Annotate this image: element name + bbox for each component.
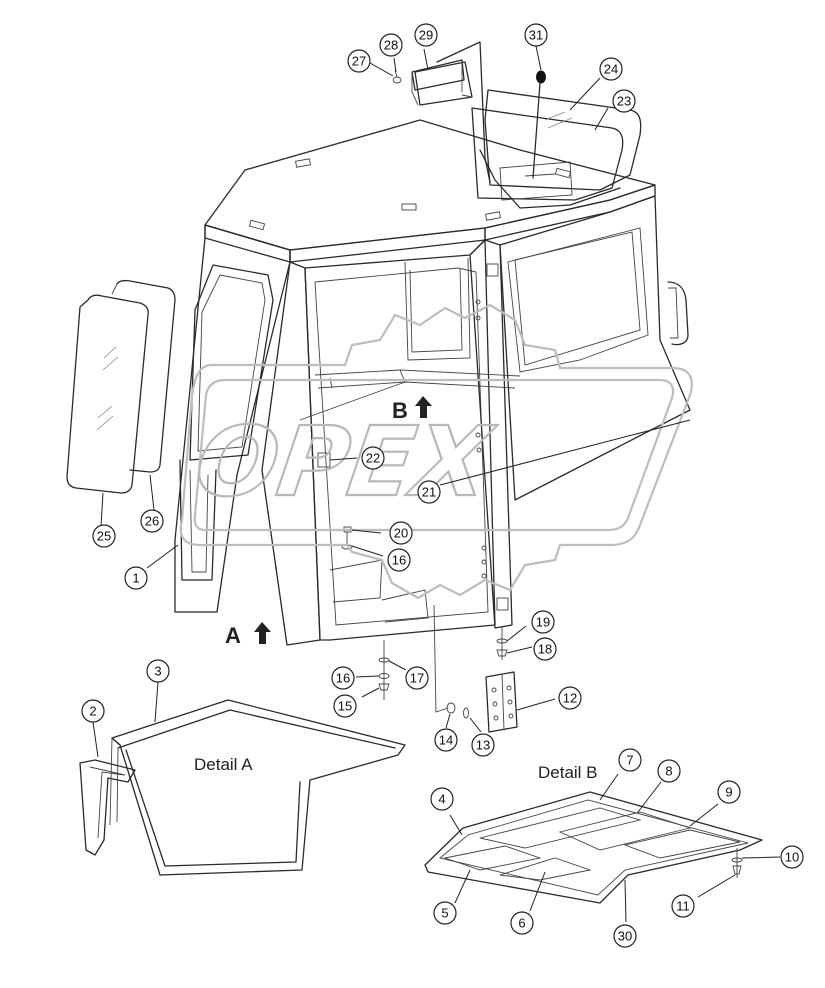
view-label-b-text: B bbox=[392, 398, 408, 423]
view-label-a-text: A bbox=[225, 623, 241, 648]
svg-text:21: 21 bbox=[422, 485, 436, 500]
svg-text:1: 1 bbox=[132, 571, 139, 586]
callout-25: 25 bbox=[92, 524, 116, 548]
svg-text:30: 30 bbox=[618, 929, 632, 944]
watermark: OPEX bbox=[179, 303, 693, 600]
callout-26: 26 bbox=[140, 509, 164, 533]
svg-text:26: 26 bbox=[145, 514, 159, 529]
side-glass-26 bbox=[111, 279, 176, 473]
rear-glass-panels bbox=[471, 89, 642, 201]
svg-text:22: 22 bbox=[366, 451, 380, 466]
callout-13: 13 bbox=[471, 733, 495, 757]
svg-text:12: 12 bbox=[563, 691, 577, 706]
callout-29: 29 bbox=[414, 23, 438, 47]
callout-2: 2 bbox=[81, 699, 105, 723]
detail-a-title: Detail A bbox=[194, 755, 253, 774]
callout-20: 20 bbox=[389, 521, 413, 545]
svg-text:8: 8 bbox=[665, 764, 672, 779]
svg-text:20: 20 bbox=[394, 526, 408, 541]
svg-text:11: 11 bbox=[676, 899, 690, 914]
detail-b-floor-mat bbox=[424, 791, 763, 904]
svg-text:9: 9 bbox=[725, 785, 732, 800]
svg-text:31: 31 bbox=[529, 28, 543, 43]
svg-text:29: 29 bbox=[419, 28, 433, 43]
svg-text:16: 16 bbox=[336, 671, 350, 686]
hardware-15-16-17 bbox=[378, 640, 390, 700]
arrow-up-icon bbox=[254, 622, 271, 644]
svg-text:7: 7 bbox=[626, 753, 633, 768]
svg-text:18: 18 bbox=[538, 642, 552, 657]
callout-10: 10 bbox=[780, 845, 804, 869]
hardware-18-19 bbox=[496, 626, 508, 660]
svg-text:3: 3 bbox=[154, 664, 161, 679]
callout-27: 27 bbox=[347, 49, 371, 73]
callout-24: 24 bbox=[599, 57, 623, 81]
callout-21: 21 bbox=[417, 480, 441, 504]
detail-a-seal bbox=[79, 699, 406, 876]
svg-text:25: 25 bbox=[97, 529, 111, 544]
svg-text:24: 24 bbox=[604, 62, 618, 77]
hardware-10-11 bbox=[731, 848, 743, 878]
part-12-hinge bbox=[485, 671, 518, 733]
cab-frame bbox=[174, 149, 691, 646]
callout-11: 11 bbox=[671, 894, 695, 918]
callout-8: 8 bbox=[657, 759, 681, 783]
callout-23: 23 bbox=[612, 89, 636, 113]
detail-b-title: Detail B bbox=[538, 763, 598, 782]
svg-text:27: 27 bbox=[352, 54, 366, 69]
view-label-a: A bbox=[225, 622, 271, 648]
callout-12: 12 bbox=[558, 686, 582, 710]
leader-lines bbox=[92, 45, 781, 923]
callout-14: 14 bbox=[434, 728, 458, 752]
hardware-14-13 bbox=[433, 604, 469, 719]
callout-30: 30 bbox=[613, 924, 637, 948]
callout-31: 31 bbox=[524, 23, 548, 47]
part-31-antenna bbox=[532, 70, 546, 179]
callout-7: 7 bbox=[618, 748, 642, 772]
part-27-28-fasteners bbox=[392, 69, 402, 84]
svg-text:15: 15 bbox=[338, 699, 352, 714]
callout-15: 15 bbox=[333, 694, 357, 718]
callout-9: 9 bbox=[717, 780, 741, 804]
svg-text:17: 17 bbox=[410, 671, 424, 686]
svg-text:13: 13 bbox=[476, 738, 490, 753]
callout-16-upper: 16 bbox=[387, 548, 411, 572]
callout-19: 19 bbox=[531, 610, 555, 634]
svg-text:23: 23 bbox=[617, 94, 631, 109]
callout-28: 28 bbox=[379, 33, 403, 57]
svg-text:10: 10 bbox=[785, 850, 799, 865]
arrow-up-icon bbox=[415, 396, 432, 418]
cab-roof bbox=[204, 119, 656, 263]
watermark-text: OPEX bbox=[189, 405, 501, 517]
part-29-panel bbox=[411, 41, 491, 183]
svg-text:4: 4 bbox=[438, 792, 445, 807]
svg-text:6: 6 bbox=[518, 916, 525, 931]
svg-text:2: 2 bbox=[89, 704, 96, 719]
callout-1: 1 bbox=[124, 566, 148, 590]
svg-text:14: 14 bbox=[439, 733, 453, 748]
svg-text:5: 5 bbox=[441, 906, 448, 921]
callout-3: 3 bbox=[146, 659, 170, 683]
callout-4: 4 bbox=[430, 787, 454, 811]
callout-22: 22 bbox=[361, 446, 385, 470]
callout-16-lower: 16 bbox=[331, 666, 355, 690]
callout-6: 6 bbox=[510, 911, 534, 935]
svg-text:19: 19 bbox=[536, 615, 550, 630]
svg-text:28: 28 bbox=[384, 38, 398, 53]
callout-18: 18 bbox=[533, 637, 557, 661]
callout-5: 5 bbox=[433, 901, 457, 925]
svg-text:16: 16 bbox=[392, 553, 406, 568]
callouts: 1 2 3 4 5 6 7 8 9 10 11 12 13 14 15 16 1… bbox=[81, 23, 804, 948]
view-label-b: B bbox=[392, 396, 432, 423]
side-glass-25 bbox=[66, 294, 149, 494]
callout-17: 17 bbox=[405, 666, 429, 690]
